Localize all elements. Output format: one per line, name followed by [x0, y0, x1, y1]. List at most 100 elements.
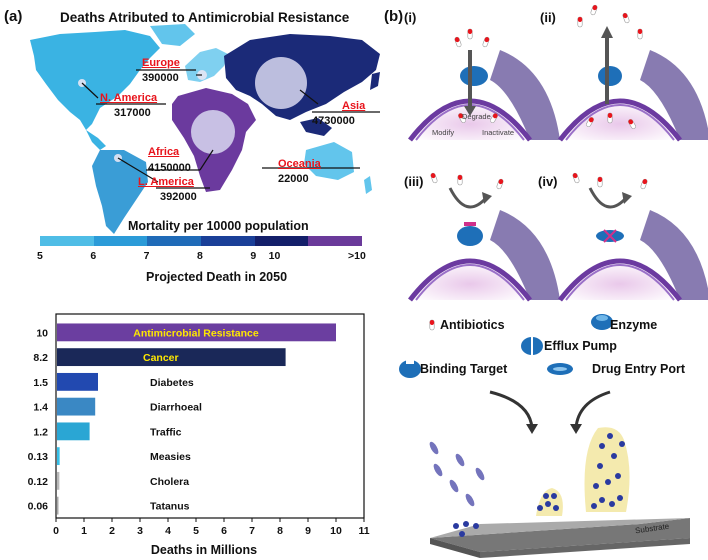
south-america-shape [92, 150, 148, 234]
bar [57, 323, 336, 342]
bar-category-label: Diabetes [150, 377, 194, 389]
world-map [30, 24, 380, 234]
bar-value-label: 10 [36, 327, 48, 339]
region-value: 4150000 [148, 162, 191, 174]
annotation-inactivate: Inactivate [482, 128, 515, 137]
north-america-shape [30, 30, 160, 130]
legend-subtitle: Projected Death in 2050 [146, 270, 288, 284]
legend-swatch [308, 236, 363, 246]
legend-tick-label: 6 [90, 250, 97, 262]
mechanism-ii-label: (ii) [540, 10, 556, 25]
bar [57, 422, 90, 441]
key-drug-entry-port: Drug Entry Port [592, 362, 686, 376]
binding-target-key-icon [399, 360, 421, 378]
legend-title: Mortality per 10000 population [128, 219, 309, 233]
x-tick-label: 4 [165, 525, 171, 537]
legend-tick-label: 9 [250, 250, 257, 262]
bar-value-label: 1.5 [33, 377, 48, 389]
x-tick-label: 8 [277, 525, 283, 537]
bar-value-label: 1.2 [33, 426, 48, 438]
region-north-america: N. America 317000 [100, 92, 157, 119]
region-value: 4730000 [312, 115, 355, 127]
annotation-degrade: Degrade [462, 112, 491, 121]
efflux-pump-key-icon [521, 336, 543, 356]
region-name: Asia [342, 100, 366, 112]
region-latin-america: L. America 392000 [138, 176, 197, 203]
bar-value-label: 8.2 [33, 352, 48, 364]
legend-tick-label: 10 [268, 250, 281, 262]
key-binding-target: Binding Target [420, 362, 508, 376]
legend-swatch [254, 236, 309, 246]
mechanism-iv-label: (iv) [538, 174, 558, 189]
panel-b-label: (b) [384, 8, 404, 25]
bar [57, 471, 60, 490]
x-tick-label: 3 [137, 525, 143, 537]
key-efflux-pump: Efflux Pump [544, 339, 617, 353]
mechanism-i-label: (i) [404, 10, 417, 25]
region-name: L. America [138, 176, 194, 188]
legend-tick-label: 5 [37, 250, 43, 262]
region-value: 390000 [142, 72, 179, 84]
binding-target-shape [457, 226, 483, 246]
bar-category-label: Cancer [143, 352, 179, 364]
region-name: N. America [100, 92, 158, 104]
bar-category-label: Tatanus [150, 501, 190, 513]
asia-circle [255, 57, 307, 109]
plot-frame [55, 313, 365, 519]
region-value: 317000 [114, 107, 151, 119]
mechanism-i [408, 28, 560, 142]
new-zealand-shape [364, 176, 372, 194]
legend-swatch [201, 236, 255, 246]
key-enzyme: Enzyme [610, 318, 658, 332]
drug-entry-port-key-icon [547, 363, 573, 375]
x-tick-label: 0 [53, 525, 59, 537]
x-tick-label: 9 [305, 525, 311, 537]
region-name: Oceania [278, 158, 321, 170]
region-value: 22000 [278, 173, 309, 185]
southeast-asia-shape [300, 118, 332, 136]
legend-tick-label: >10 [348, 250, 366, 262]
efflux-pump-shape [598, 66, 622, 86]
oceania-shape [304, 142, 354, 180]
bar-value-label: 0.13 [28, 451, 49, 463]
region-value: 392000 [160, 191, 197, 203]
bar-value-label: 0.12 [28, 476, 49, 488]
mechanism-iii [408, 172, 560, 302]
region-oceania: Oceania 22000 [278, 158, 321, 185]
mechanism-iii-label: (iii) [404, 174, 424, 189]
central-america-shape [86, 130, 106, 150]
enzyme-shape [460, 66, 488, 86]
legend-swatch [93, 236, 148, 246]
x-tick-label: 7 [249, 525, 255, 537]
biofilm-illustration [429, 427, 690, 558]
x-tick-label: 10 [330, 525, 342, 537]
bar-value-label: 0.06 [28, 501, 49, 513]
bar [57, 496, 59, 515]
enzyme-key-icon [591, 314, 613, 330]
bar-category-label: Antimicrobial Resistance [133, 327, 259, 339]
region-name: Europe [142, 57, 180, 69]
x-tick-label: 11 [358, 525, 369, 537]
bar [57, 348, 286, 367]
region-name: Africa [148, 146, 180, 158]
x-axis-label: Deaths in Millions [151, 543, 257, 557]
europe-shape [185, 48, 228, 82]
x-tick-label: 5 [193, 525, 199, 537]
africa-circle [191, 110, 235, 154]
legend-color-bar [40, 236, 363, 246]
bar [57, 397, 96, 416]
mechanism-iv [558, 172, 708, 302]
legend-swatch [147, 236, 202, 246]
bar-value-label: 1.4 [33, 402, 48, 414]
region-africa: Africa 4150000 [148, 146, 191, 174]
map-title: Deaths Atributed to Antimicrobial Resist… [60, 10, 350, 25]
annotation-modify: Modify [432, 128, 455, 137]
panel-a-label: (a) [4, 8, 23, 25]
legend-tick-label: 7 [143, 250, 150, 262]
bar-category-label: Traffic [150, 426, 182, 438]
x-tick-label: 1 [81, 525, 87, 537]
bar [57, 447, 60, 466]
japan-shape [370, 72, 380, 90]
